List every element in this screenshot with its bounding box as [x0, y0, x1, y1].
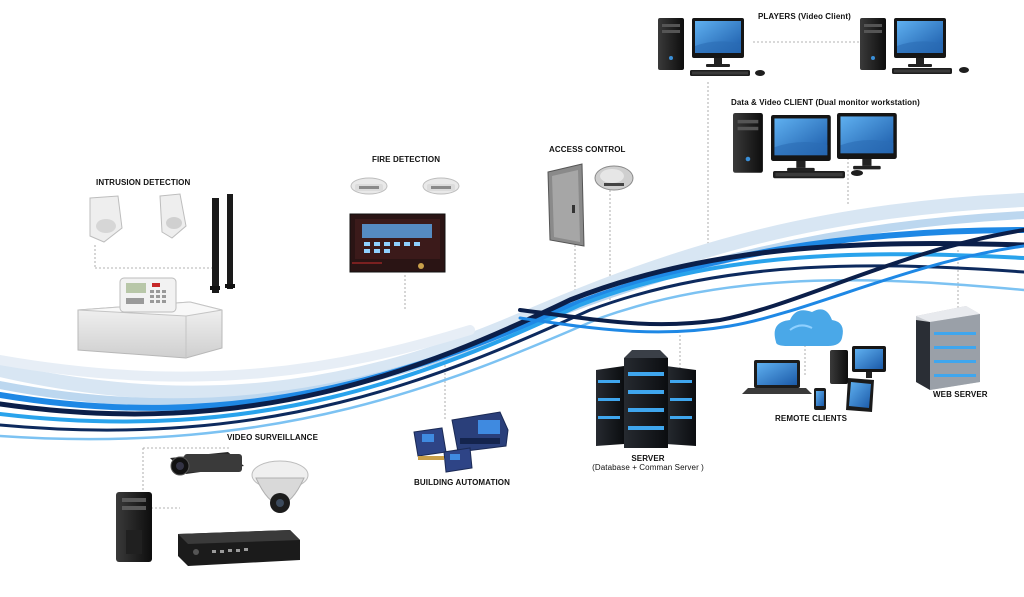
- connector-lines: [94, 41, 959, 509]
- server-title: SERVER: [631, 454, 665, 463]
- network-wave: [0, 193, 1024, 441]
- dvr-icon: [178, 530, 300, 566]
- cctv-camera-icon: [170, 452, 244, 476]
- fire-panel-icon: [349, 213, 446, 273]
- access-control-label: ACCESS CONTROL: [549, 145, 626, 154]
- motion-sensor-icon: [89, 193, 187, 243]
- monitor-icon: [830, 346, 886, 384]
- tablet-icon: [846, 378, 874, 412]
- dual-monitor-workstation: [733, 113, 897, 179]
- phone-icon: [814, 388, 826, 410]
- laptop-icon: [742, 360, 812, 394]
- smoke-detector-icon: [422, 177, 460, 195]
- card-reader-icon: [594, 165, 634, 191]
- remote-clients-label: REMOTE CLIENTS: [775, 414, 848, 423]
- building-automation-label: BUILDING AUTOMATION: [414, 478, 510, 487]
- door-icon: [547, 163, 585, 247]
- dome-camera-icon: [251, 460, 309, 513]
- server-label: SERVER (Database + Comman Server ): [592, 454, 704, 472]
- beam-sensor-icon: [210, 194, 235, 293]
- web-server-icon: [916, 306, 980, 390]
- players-workstation-1: [658, 18, 765, 76]
- players-workstation-2: [860, 18, 969, 74]
- smoke-detector-icon: [350, 177, 388, 195]
- video-surveillance-label: VIDEO SURVEILLANCE: [227, 433, 318, 442]
- cloud-icon: [774, 309, 843, 346]
- web-server-label: WEB SERVER: [933, 390, 988, 399]
- desktop-pc-icon: [116, 492, 152, 562]
- automation-controller-icon: [413, 411, 509, 473]
- players-label: PLAYERS (Video Client): [758, 12, 851, 21]
- alarm-keypad-icon: [119, 277, 177, 313]
- intrusion-detection-label: INTRUSION DETECTION: [96, 178, 191, 187]
- server-subtitle: (Database + Comman Server ): [592, 463, 704, 472]
- fire-detection-label: FIRE DETECTION: [372, 155, 441, 164]
- server-rack-icon: [596, 350, 696, 448]
- data-video-client-label: Data & Video CLIENT (Dual monitor workst…: [731, 98, 920, 107]
